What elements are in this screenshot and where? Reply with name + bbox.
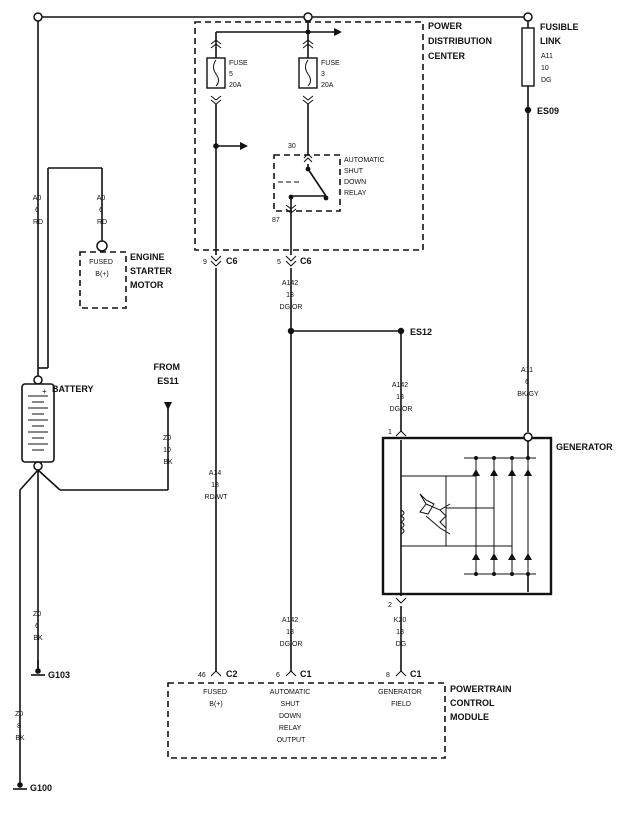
battery-neg-terminal (33, 461, 43, 471)
generator-pin2-connector-icon (395, 597, 407, 604)
battery-neg-diag (37, 469, 61, 491)
c2-name: C2 (226, 669, 238, 679)
from-es11-label: FROM ES11 (153, 362, 182, 386)
generator-title: GENERATOR (556, 442, 613, 452)
battery-cells-icon (28, 395, 48, 451)
pcm-asd-output-label: AUTOMATIC SHUT DOWN RELAY OUTPUT (270, 689, 313, 744)
c2-connector-icon (210, 670, 222, 677)
c6-right-name: C6 (300, 256, 312, 266)
a142-bottom-label: A142 18 DG/OR (280, 617, 303, 648)
bus-terminal-mid (303, 12, 313, 22)
es09-label: ES09 (537, 106, 559, 116)
fuse3-label: FUSE 3 20A (321, 60, 342, 89)
bus-arrow-icon (334, 28, 342, 36)
generator-output-terminal (523, 432, 533, 442)
generator-pin1: 1 (388, 429, 392, 436)
g100-label: G100 (30, 783, 52, 793)
relay-pin-30: 30 (288, 143, 296, 150)
generator-internal-icon (399, 441, 536, 595)
a142-top-label: A142 18 DG/OR (280, 280, 303, 311)
a142-gen-label: A142 18 DG/OR (390, 382, 413, 413)
fusible-link-icon (521, 27, 535, 87)
a14-label: A14 18 RD/WT (205, 470, 229, 501)
starter-box (79, 251, 127, 309)
c6-right-pin: 5 (277, 259, 281, 266)
battery-title: BATTERY (52, 384, 94, 394)
a0-right-label: A0 6 RD (97, 195, 108, 226)
c6-right-connector-icon (285, 255, 297, 267)
pcm-gen-field-label: GENERATOR FIELD (378, 689, 424, 708)
pcm-box (167, 682, 446, 759)
z0-6-label: Z0 6 BK (33, 611, 43, 642)
starter-fused-label: FUSED B(+) (89, 259, 115, 278)
battery-neg-diag-left (19, 469, 39, 491)
c6-left-connector-icon (210, 255, 222, 267)
generator-box (381, 436, 553, 596)
c6-left-name: C6 (226, 256, 238, 266)
fuse5-label: FUSE 5 20A (229, 60, 250, 89)
battery-plus-sign: + (42, 387, 47, 396)
pcm-title: POWERTRAIN CONTROL MODULE (450, 684, 514, 722)
c1a-name: C1 (300, 669, 312, 679)
c2-pin: 46 (198, 672, 206, 679)
c1b-connector-icon (395, 670, 407, 677)
bus-terminal-left (33, 12, 43, 22)
branch-arrow-icon (240, 142, 248, 150)
fusible-link-title: FUSIBLE LINK (540, 22, 581, 46)
g103-label: G103 (48, 670, 70, 680)
es09-splice-dot (524, 106, 532, 114)
z0-10-label: Z0 10 BK (163, 435, 173, 466)
starter-terminal (96, 240, 108, 252)
fuse5-icon (206, 39, 226, 105)
pcm-fused-b-label: FUSED B(+) (203, 689, 229, 708)
relay-input-connector-icon (303, 153, 313, 163)
starter-title: ENGINE STARTER MOTOR (130, 252, 174, 290)
z0-8-label: Z0 8 BK (15, 711, 25, 742)
g100-ground-icon (13, 782, 27, 790)
k20-label: K20 18 DG (394, 617, 408, 648)
g103-ground-icon (31, 660, 45, 676)
generator-pin1-connector-icon (395, 430, 407, 437)
battery-pos-terminal (33, 375, 43, 385)
c1a-connector-icon (285, 670, 297, 677)
relay-output-connector-icon (285, 204, 297, 214)
pdc-box (194, 21, 424, 251)
asd-relay-box (273, 154, 341, 212)
a11-6-label: A11 6 BK/GY (517, 367, 539, 398)
c6-left-pin: 9 (203, 259, 207, 266)
bus-terminal-right (523, 12, 533, 22)
relay-pin-87: 87 (272, 217, 280, 224)
es12-label: ES12 (410, 327, 432, 337)
fusible-link-wire-label: A11 10 DG (541, 53, 555, 84)
c1a-pin: 6 (276, 672, 280, 679)
c1b-pin: 8 (386, 672, 390, 679)
pdc-title: POWER DISTRIBUTION CENTER (428, 21, 495, 61)
a0-left-label: A0 6 RD (33, 195, 44, 226)
asd-relay-label: AUTOMATIC SHUT DOWN RELAY (344, 157, 387, 197)
fuse3-icon (298, 39, 318, 105)
generator-pin2: 2 (388, 602, 392, 609)
c1b-name: C1 (410, 669, 422, 679)
relay-switch-arm (307, 168, 327, 197)
